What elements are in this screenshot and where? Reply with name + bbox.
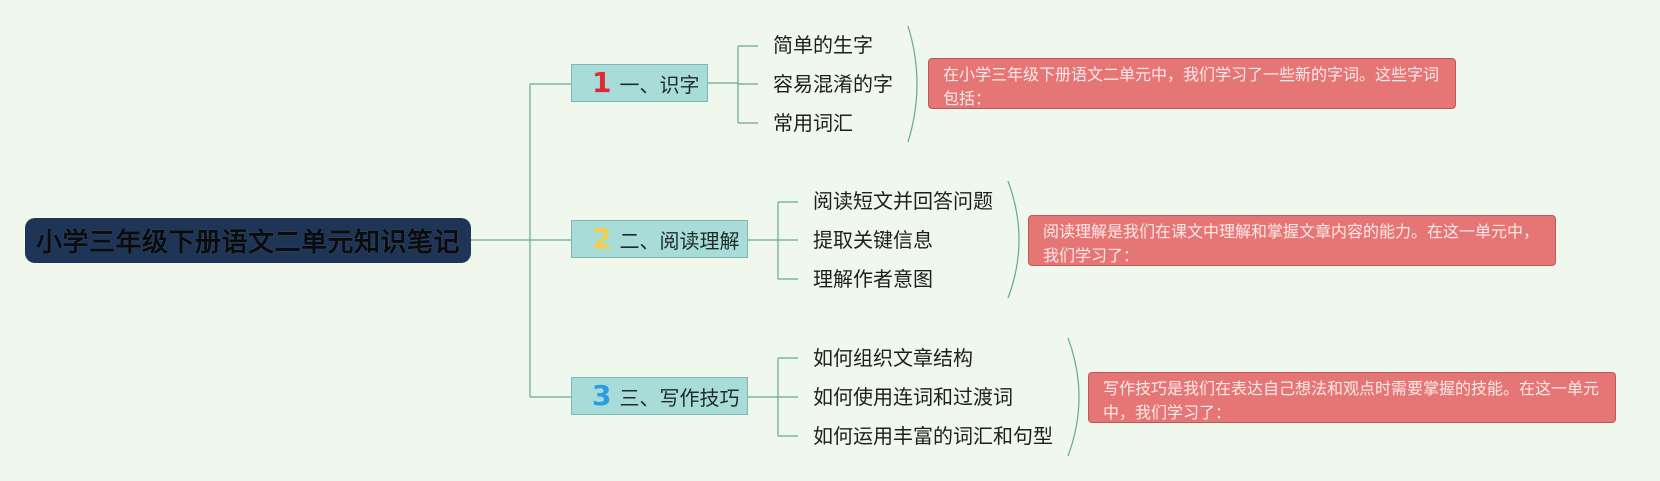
branch-1-connector [708, 45, 758, 124]
branch-number-2: 2 [592, 222, 612, 255]
branch-topic-2[interactable]: 2 二、阅读理解 [571, 220, 748, 258]
leaf-topic[interactable]: 容易混淆的字 [773, 72, 893, 96]
leaf-topic[interactable]: 如何运用丰富的词汇和句型 [813, 424, 1053, 448]
summary-note-1[interactable]: 在小学三年级下册语文二单元中，我们学习了一些新的字词。这些字词包括： [928, 58, 1456, 109]
leaf-topic[interactable]: 简单的生字 [773, 33, 873, 57]
branch-topic-3[interactable]: 3 三、写作技巧 [571, 377, 748, 415]
summary-note-text: 阅读理解是我们在课文中理解和掌握文章内容的能力。在这一单元中，我们学习了： [1043, 222, 1540, 265]
leaf-topic[interactable]: 如何使用连词和过渡词 [813, 385, 1013, 409]
summary-note-text: 写作技巧是我们在表达自己想法和观点时需要掌握的技能。在这一单元中，我们学习了： [1103, 379, 1600, 422]
summary-brace-2 [1007, 180, 1020, 299]
leaf-topic[interactable]: 理解作者意图 [813, 267, 933, 291]
root-topic[interactable]: 小学三年级下册语文二单元知识笔记 [25, 218, 471, 263]
summary-brace-3 [1067, 337, 1080, 457]
summary-note-2[interactable]: 阅读理解是我们在课文中理解和掌握文章内容的能力。在这一单元中，我们学习了： [1028, 215, 1556, 266]
branch-number-3: 3 [592, 379, 612, 412]
summary-note-text: 在小学三年级下册语文二单元中，我们学习了一些新的字词。这些字词包括： [943, 65, 1440, 108]
branch-label-1: 一、识字 [619, 72, 700, 97]
branch-label-2: 二、阅读理解 [619, 228, 740, 253]
branch-label-3: 三、写作技巧 [619, 385, 740, 410]
root-title: 小学三年级下册语文二单元知识笔记 [35, 228, 460, 258]
leaf-topic[interactable]: 如何组织文章结构 [813, 346, 973, 370]
summary-note-3[interactable]: 写作技巧是我们在表达自己想法和观点时需要掌握的技能。在这一单元中，我们学习了： [1088, 372, 1616, 423]
leaf-topic[interactable]: 提取关键信息 [813, 228, 933, 252]
branch-2-connector [748, 201, 798, 280]
leaf-topic[interactable]: 常用词汇 [773, 111, 853, 135]
branch-topic-1[interactable]: 1 一、识字 [571, 64, 708, 102]
root-connector [471, 83, 571, 398]
leaf-topic[interactable]: 阅读短文并回答问题 [813, 189, 993, 213]
summary-brace-1 [907, 25, 918, 143]
branch-number-1: 1 [592, 66, 612, 99]
branch-3-connector [748, 357, 798, 437]
